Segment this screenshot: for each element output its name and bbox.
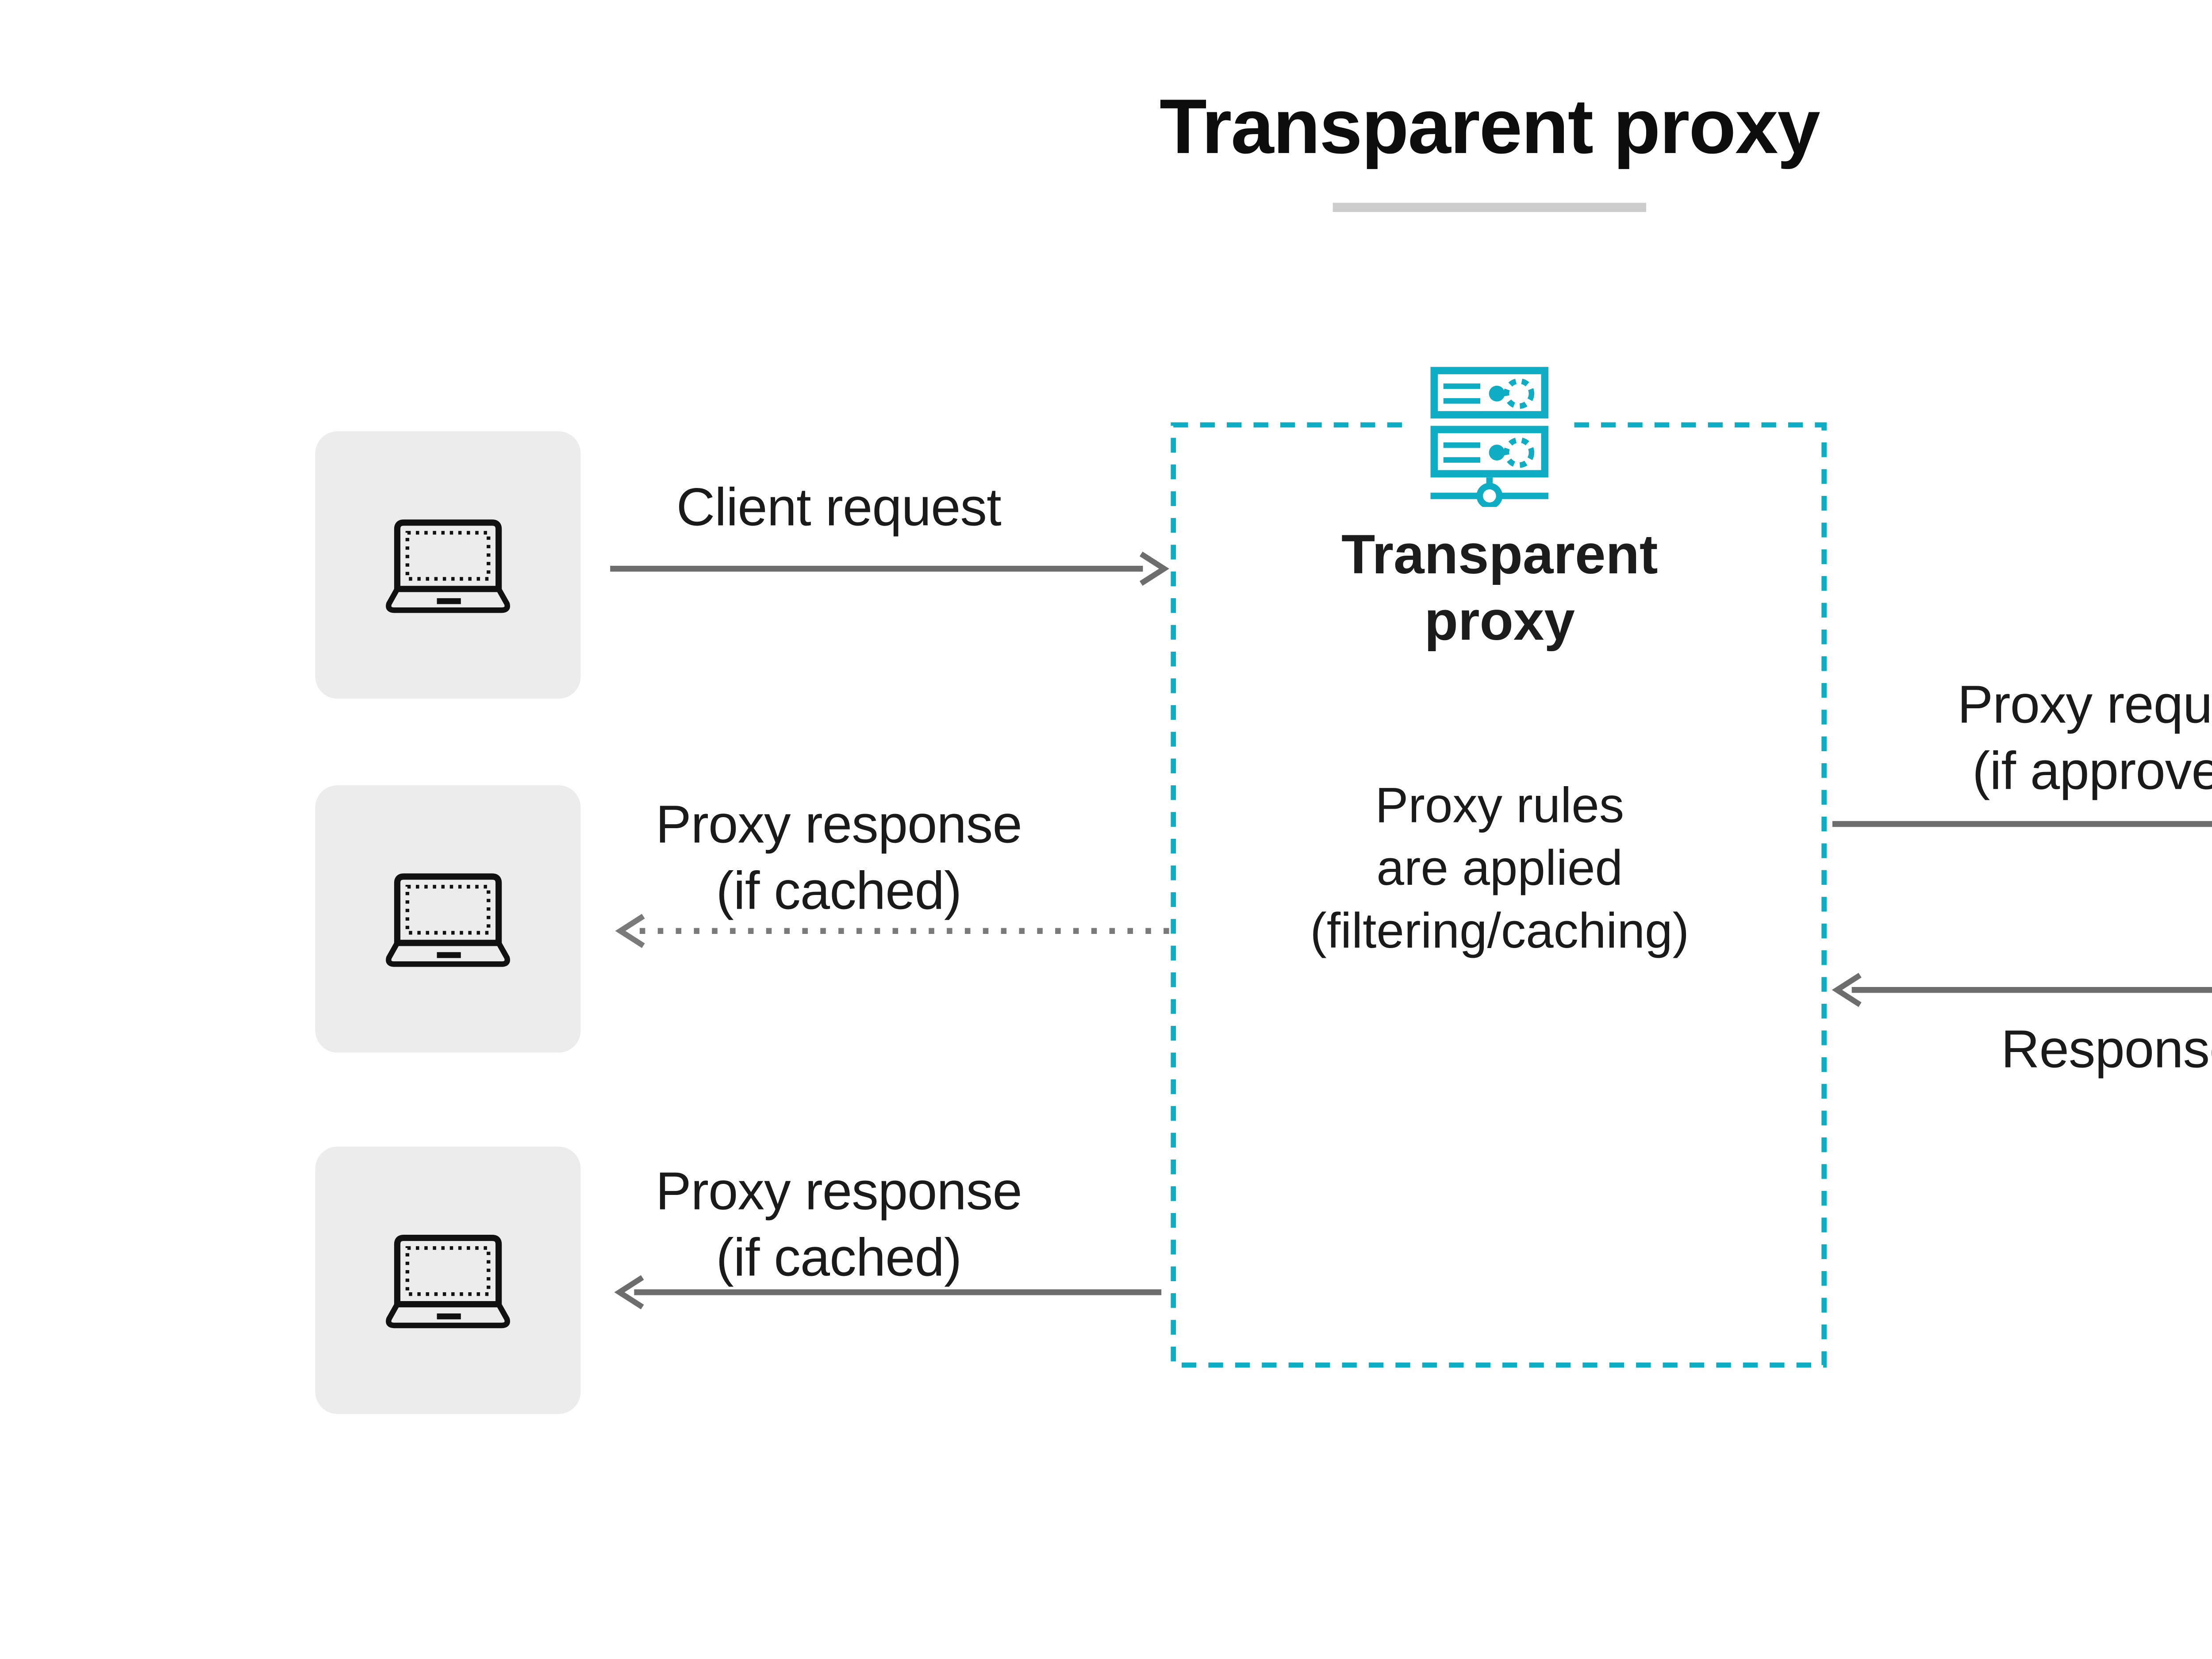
response-label: Response	[2001, 1021, 2212, 1080]
proxy-box-description-line: (filtering/caching)	[1310, 903, 1690, 959]
proxy-server-icon-chip	[1408, 361, 1571, 513]
client-request-arrow	[610, 551, 1169, 586]
proxy-box-title-line: proxy	[1424, 591, 1575, 653]
response-arrow	[1832, 973, 2212, 1007]
label-line: (if cached)	[716, 1229, 962, 1289]
server-stack-icon	[1430, 367, 1549, 507]
client-tile-3	[315, 1146, 581, 1414]
proxy-request-label: Proxy request (if approved)	[1825, 673, 2212, 806]
laptop-icon	[386, 1233, 510, 1328]
client-tile-2	[315, 785, 581, 1053]
client-tile-1	[315, 431, 581, 699]
label-line: Proxy request	[1957, 676, 2212, 736]
page-title: Transparent proxy	[1160, 83, 1820, 170]
title-underline-divider	[1333, 203, 1647, 212]
proxy-box-title: Transparent proxy	[1172, 523, 1827, 656]
laptop-icon	[386, 518, 510, 612]
label-line: Proxy response	[655, 796, 1022, 856]
proxy-response-cached-label-dotted: Proxy response (if cached)	[544, 793, 1133, 926]
proxy-box-description-line: Proxy rules	[1375, 778, 1624, 833]
proxy-request-arrow	[1832, 821, 2212, 827]
client-request-label: Client request	[676, 479, 1002, 538]
label-line: (if cached)	[716, 863, 962, 922]
label-line: Proxy response	[655, 1163, 1022, 1222]
proxy-response-cached-label-solid: Proxy response (if cached)	[544, 1160, 1133, 1292]
laptop-icon	[386, 872, 510, 966]
proxy-box-description: Proxy rules are applied (filtering/cachi…	[1172, 774, 1827, 962]
proxy-box-description-line: are applied	[1376, 841, 1623, 896]
label-line: (if approved)	[1972, 743, 2212, 802]
proxy-box-title-line: Transparent	[1341, 525, 1658, 587]
